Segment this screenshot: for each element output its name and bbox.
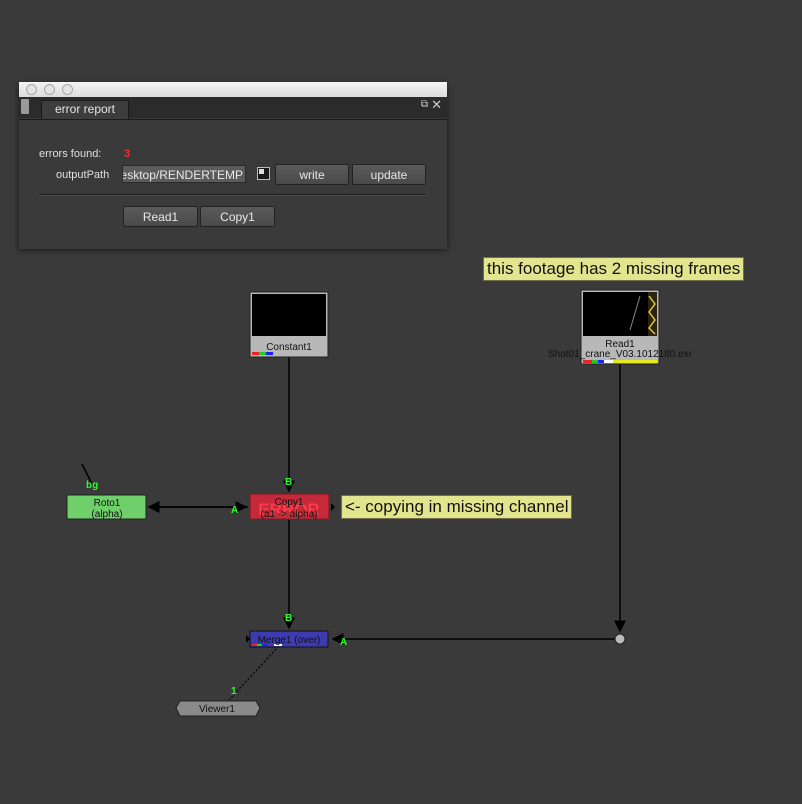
copy-node-label: Copy1 [275, 497, 304, 508]
roto-node[interactable]: Roto1 (alpha) [66, 494, 147, 520]
merge-node[interactable]: Merge1 (over) [246, 630, 329, 648]
window-minimize-button[interactable] [44, 84, 55, 95]
read-node-label: Read1 [605, 339, 635, 350]
update-button[interactable]: update [352, 164, 426, 185]
merge-a-input-label: A [340, 637, 347, 648]
copy-node-error-text: ERROR [258, 500, 319, 519]
write-button[interactable]: write [275, 164, 349, 185]
tab-grip-handle[interactable] [21, 99, 29, 114]
panel-titlebar[interactable] [19, 82, 447, 97]
error-node-read1-button[interactable]: Read1 [123, 206, 198, 227]
note-missing-frames[interactable]: this footage has 2 missing frames [483, 257, 745, 281]
output-path-input[interactable]: esktop/RENDERTEMP/ [122, 165, 246, 183]
copy-node-sub: (a1 -> alpha) [261, 509, 318, 520]
error-node-copy1-button[interactable]: Copy1 [200, 206, 275, 227]
pipe-roto-bg[interactable] [81, 463, 94, 487]
viewer-input-label: 1 [231, 686, 237, 697]
read-node[interactable]: Read1 Shot01_crane_V03.1012180.exr [548, 289, 693, 365]
viewer-node-label: Viewer1 [199, 704, 235, 715]
dot-node[interactable] [614, 633, 626, 645]
window-close-button[interactable] [26, 84, 37, 95]
output-path-label: outputPath [56, 169, 110, 181]
read-node-file: Shot01_crane_V03.1012180.exr [548, 349, 693, 360]
viewer-node[interactable]: Viewer1 [175, 700, 261, 717]
copy-b-input-label: B [285, 477, 292, 488]
roto-bg-input-label: bg [86, 480, 98, 491]
errors-found-count: 3 [124, 148, 131, 160]
panel-body: errors found: 3 outputPath esktop/RENDER… [19, 119, 447, 249]
file-browser-icon[interactable] [257, 167, 270, 180]
tab-error-report[interactable]: error report [41, 100, 129, 119]
error-report-panel: error report ⧉ ✕ errors found: 3 outputP… [19, 82, 447, 249]
constant-node-label: Constant1 [266, 342, 312, 353]
copy-node[interactable]: ERROR Copy1 (a1 -> alpha) [249, 493, 335, 520]
note-copying-channel[interactable]: <- copying in missing channel [341, 495, 573, 519]
merge-b-input-label: B [285, 613, 292, 624]
close-icon[interactable]: ✕ [431, 97, 442, 112]
constant-node[interactable]: Constant1 [249, 291, 329, 358]
panel-tab-row: error report ⧉ ✕ [19, 97, 447, 119]
errors-found-label: errors found: [39, 148, 102, 160]
panel-divider [39, 194, 426, 196]
window-zoom-button[interactable] [62, 84, 73, 95]
float-panel-icon[interactable]: ⧉ [420, 99, 428, 110]
merge-node-label: Merge1 (over) [258, 635, 321, 646]
copy-a-input-label: A [231, 505, 238, 516]
roto-node-sub: (alpha) [91, 509, 122, 520]
pipe-merge-to-viewer[interactable] [228, 645, 280, 701]
roto-node-label: Roto1 [94, 498, 121, 509]
